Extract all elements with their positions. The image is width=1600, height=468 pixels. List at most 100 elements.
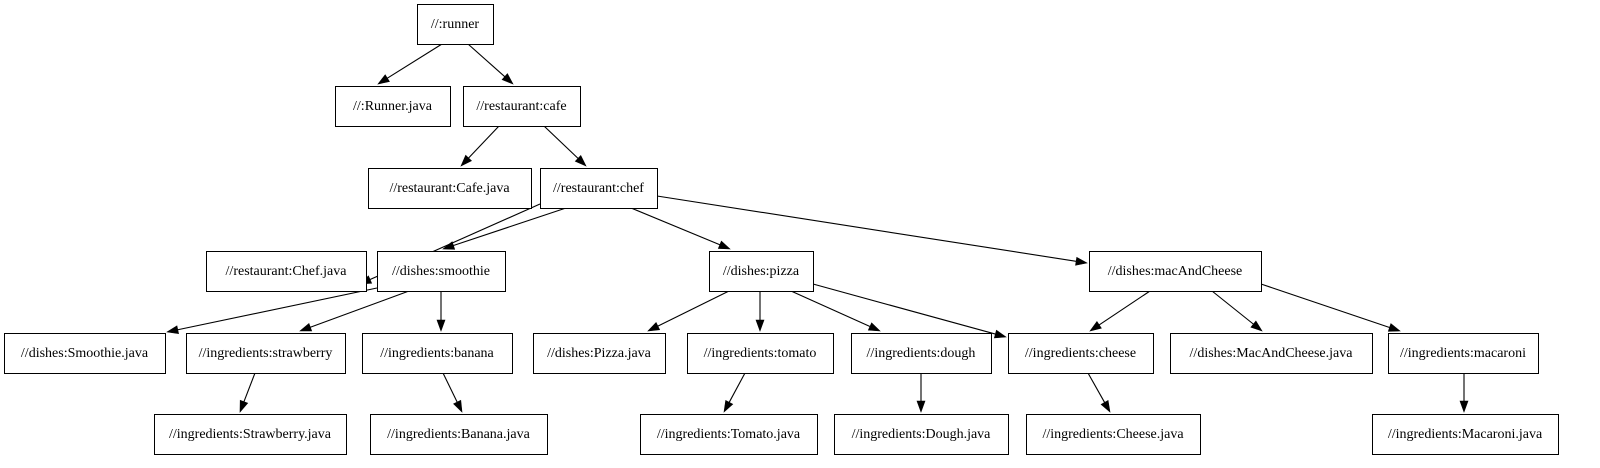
node-box[interactable] — [186, 333, 346, 374]
node-label: //dishes:Smoothie.java — [21, 346, 149, 361]
graph-edge — [442, 207, 567, 250]
node-box[interactable] — [154, 414, 347, 455]
node-box[interactable] — [640, 414, 818, 455]
arrowhead-icon — [1089, 321, 1102, 332]
graph-edge — [166, 287, 378, 335]
graph-edge — [647, 290, 730, 332]
graph-edge — [299, 290, 410, 332]
graph-node-strawberry_java[interactable]: //ingredients:Strawberry.java — [154, 414, 347, 455]
graph-edge — [1089, 290, 1151, 332]
node-box[interactable] — [463, 86, 581, 127]
node-label: //restaurant:chef — [553, 181, 644, 196]
graph-node-ing_dough[interactable]: //ingredients:dough — [851, 333, 992, 374]
graph-node-tomato_java[interactable]: //ingredients:Tomato.java — [640, 414, 818, 455]
arrowhead-icon — [1250, 320, 1263, 332]
node-layer: //:runner //:Runner.java //restaurant:cafe… — [4, 4, 1559, 455]
node-box[interactable] — [834, 414, 1009, 455]
arrowhead-icon — [647, 322, 661, 332]
node-box[interactable] — [4, 333, 166, 374]
node-box[interactable] — [335, 86, 451, 127]
node-box[interactable] — [1089, 251, 1262, 292]
graph-node-pizza_java[interactable]: //dishes:Pizza.java — [533, 333, 666, 374]
graph-edge — [436, 291, 446, 332]
graph-edge — [1211, 290, 1263, 332]
node-box[interactable] — [687, 333, 834, 374]
graph-node-smoothie_java[interactable]: //dishes:Smoothie.java — [4, 333, 166, 374]
node-label: //:Runner.java — [353, 99, 433, 114]
graph-node-ing_banana[interactable]: //ingredients:banana — [362, 333, 513, 374]
node-box[interactable] — [1008, 333, 1154, 374]
graph-node-macaroni_java[interactable]: //ingredients:Macaroni.java — [1372, 414, 1559, 455]
arrowhead-icon — [916, 400, 926, 413]
graph-edge — [543, 125, 587, 167]
arrowhead-icon — [501, 73, 514, 85]
arrowhead-icon — [755, 319, 765, 332]
arrowhead-icon — [1459, 400, 1469, 413]
arrowhead-icon — [1075, 256, 1088, 266]
graph-node-chef_java[interactable]: //restaurant:Chef.java — [206, 251, 367, 292]
node-label: //restaurant:Cafe.java — [389, 181, 510, 196]
graph-node-mac_java[interactable]: //dishes:MacAndCheese.java — [1170, 333, 1373, 374]
node-label: //restaurant:cafe — [476, 99, 566, 114]
node-box[interactable] — [709, 251, 814, 292]
graph-node-restaurant_cafe[interactable]: //restaurant:cafe — [463, 86, 581, 127]
node-box[interactable] — [368, 168, 532, 209]
graph-node-dishes_mac[interactable]: //dishes:macAndCheese — [1089, 251, 1262, 292]
graph-edge — [1260, 283, 1401, 332]
graph-node-runner[interactable]: //:runner — [417, 4, 494, 45]
node-box[interactable] — [1372, 414, 1559, 455]
arrowhead-icon — [993, 329, 1007, 339]
node-label: //dishes:Pizza.java — [547, 346, 652, 361]
arrowhead-icon — [377, 74, 390, 85]
graph-node-cheese_java[interactable]: //ingredients:Cheese.java — [1026, 414, 1201, 455]
node-box[interactable] — [206, 251, 367, 292]
graph-node-restaurant_chef[interactable]: //restaurant:chef — [540, 168, 658, 209]
graph-edge — [239, 372, 256, 413]
node-label: //ingredients:tomato — [704, 346, 817, 361]
graph-node-ing_tomato[interactable]: //ingredients:tomato — [687, 333, 834, 374]
node-label: //ingredients:dough — [867, 346, 976, 361]
node-label: //ingredients:Cheese.java — [1042, 427, 1184, 442]
graph-edge — [755, 291, 765, 332]
graph-node-dishes_smoothie[interactable]: //dishes:smoothie — [377, 251, 506, 292]
node-label: //ingredients:cheese — [1025, 346, 1136, 361]
graph-edge — [460, 125, 500, 167]
graph-node-ing_cheese[interactable]: //ingredients:cheese — [1008, 333, 1154, 374]
arrowhead-icon — [436, 319, 446, 332]
node-box[interactable] — [1170, 333, 1373, 374]
node-label: //restaurant:Chef.java — [226, 264, 348, 279]
node-box[interactable] — [362, 333, 513, 374]
node-box[interactable] — [851, 333, 992, 374]
arrowhead-icon — [867, 322, 881, 332]
arrowhead-icon — [723, 399, 734, 413]
node-box[interactable] — [540, 168, 658, 209]
graph-node-dishes_pizza[interactable]: //dishes:pizza — [709, 251, 814, 292]
graph-node-dough_java[interactable]: //ingredients:Dough.java — [834, 414, 1009, 455]
arrowhead-icon — [453, 399, 463, 413]
node-box[interactable] — [1026, 414, 1201, 455]
node-label: //ingredients:strawberry — [199, 346, 333, 361]
graph-node-banana_java[interactable]: //ingredients:Banana.java — [370, 414, 548, 455]
arrowhead-icon — [574, 155, 587, 167]
node-box[interactable] — [417, 4, 494, 45]
node-label: //ingredients:Strawberry.java — [169, 427, 332, 442]
graph-node-ing_strawberry[interactable]: //ingredients:strawberry — [186, 333, 346, 374]
node-label: //dishes:macAndCheese — [1108, 264, 1243, 279]
graph-node-ing_macaroni[interactable]: //ingredients:macaroni — [1388, 333, 1539, 374]
node-box[interactable] — [533, 333, 666, 374]
graph-edge — [630, 207, 731, 250]
graph-node-runner_java[interactable]: //:Runner.java — [335, 86, 451, 127]
node-box[interactable] — [1388, 333, 1539, 374]
graph-node-cafe_java[interactable]: //restaurant:Cafe.java — [368, 168, 532, 209]
node-box[interactable] — [370, 414, 548, 455]
graph-edge — [790, 290, 881, 332]
node-label: //ingredients:Macaroni.java — [1388, 427, 1543, 442]
arrowhead-icon — [1387, 323, 1401, 332]
arrowhead-icon — [239, 399, 249, 413]
arrowhead-icon — [166, 325, 179, 335]
node-label: //ingredients:Dough.java — [852, 427, 992, 442]
node-box[interactable] — [377, 251, 506, 292]
node-label: //ingredients:macaroni — [1400, 346, 1526, 361]
